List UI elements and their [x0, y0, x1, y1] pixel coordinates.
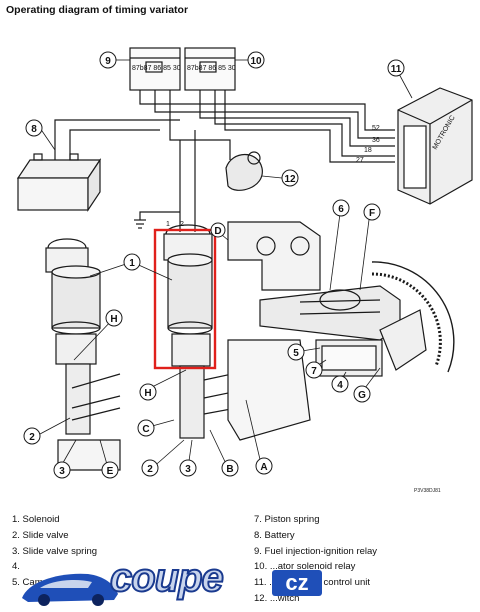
logo-wordmark: coupe [109, 555, 225, 601]
callout-a: A [260, 462, 267, 473]
callout-2-mid: 2 [147, 464, 153, 475]
wire-27: 27 [356, 157, 364, 164]
callout-5: 5 [293, 348, 299, 359]
legend-item: 4. [12, 561, 20, 573]
relay-9-pins: 87b87 86 85 30 [132, 65, 181, 72]
legend-item: 9. Fuel injection-ignition relay [254, 545, 378, 557]
wire-36: 36 [372, 137, 380, 144]
wire-52: 52 [372, 125, 380, 132]
callout-1: 1 [129, 258, 135, 269]
callout-b: B [226, 464, 233, 475]
timing-variator-diagram: 9 10 8 11 12 1 H H C 2 2 3 3 E B A D 6 F… [16, 47, 473, 479]
callout-2-left: 2 [29, 432, 35, 443]
callout-7: 7 [311, 366, 317, 377]
legend-item: 12. ...witch [254, 592, 300, 604]
legend-item: 2. Slide valve [12, 529, 69, 541]
callout-d: D [214, 226, 221, 237]
highlight-box [153, 228, 217, 370]
callout-g: G [358, 390, 366, 401]
page-title: Operating diagram of timing variator [6, 4, 189, 16]
callout-10: 10 [250, 56, 262, 67]
callout-3-mid: 3 [185, 464, 191, 475]
drawing-code: P3V38DJ81 [414, 488, 441, 494]
callout-6: 6 [338, 204, 344, 215]
wire-18: 18 [364, 147, 372, 154]
pin-1: 1 [166, 221, 170, 228]
car-logo-icon [22, 573, 118, 606]
relay-10 [184, 47, 236, 91]
callout-h-mid: H [144, 388, 151, 399]
logo-tld: cz [272, 570, 322, 596]
legend-item: 7. Piston spring [254, 514, 320, 525]
callout-h-left: H [110, 314, 117, 325]
callout-11: 11 [391, 64, 402, 75]
legend-item: 3. Slide valve spring [12, 545, 98, 557]
legend-item: 10. ...ator solenoid relay [254, 561, 356, 573]
relay-10-pins: 87b87 86 85 30 [187, 65, 236, 72]
callout-c: C [142, 424, 149, 435]
callout-8: 8 [31, 124, 37, 135]
relay-9 [129, 47, 181, 91]
callout-e: E [107, 466, 114, 477]
legend-item: 8. Battery [254, 529, 295, 541]
callout-f: F [369, 208, 375, 219]
pin-2: 2 [180, 221, 184, 228]
callout-9: 9 [105, 56, 111, 67]
callout-3-left: 3 [59, 466, 65, 477]
legend-item: 1. Solenoid [12, 514, 60, 525]
callout-4: 4 [337, 380, 343, 391]
callout-12: 12 [284, 174, 296, 185]
